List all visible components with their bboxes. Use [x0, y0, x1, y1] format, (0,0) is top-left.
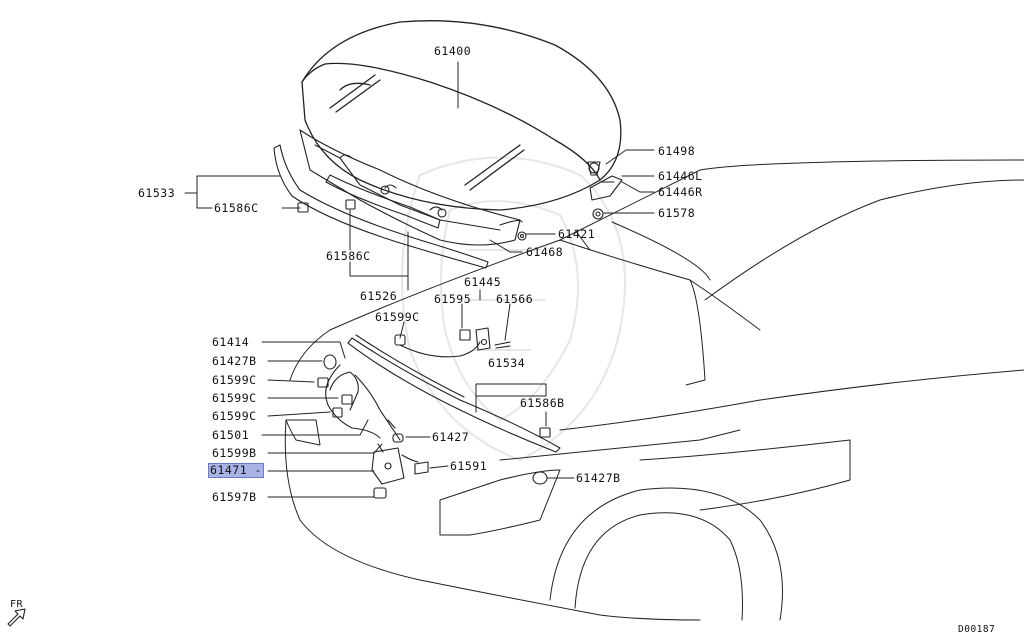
callout-61586C-a[interactable]: 61586C [214, 201, 259, 215]
callout-61446R[interactable]: 61446R [658, 185, 703, 199]
callout-61468[interactable]: 61468 [526, 245, 564, 259]
callout-61599C-a[interactable]: 61599C [375, 310, 420, 324]
callout-61599B[interactable]: 61599B [212, 446, 257, 460]
callout-61471-label: 61471 [210, 463, 248, 477]
callout-61498[interactable]: 61498 [658, 144, 696, 158]
seal-strip-61526 [325, 174, 441, 229]
watermark-emblem [401, 156, 626, 461]
hinge-parts [517, 161, 623, 241]
seal-strip-61533 [273, 144, 489, 269]
callout-61427B-a[interactable]: 61427B [212, 354, 257, 368]
callout-61526[interactable]: 61526 [360, 289, 398, 303]
callout-61591[interactable]: 61591 [450, 459, 488, 473]
release-cable [325, 341, 481, 463]
callout-61599C-c[interactable]: 61599C [212, 391, 257, 405]
callout-61533[interactable]: 61533 [138, 186, 176, 200]
callout-61446L[interactable]: 61446L [658, 169, 703, 183]
callout-61566[interactable]: 61566 [496, 292, 534, 306]
callout-61427[interactable]: 61427 [432, 430, 470, 444]
drawing-code: D00187 [958, 624, 996, 635]
car-body-outline [284, 159, 1024, 621]
callout-61471-highlighted[interactable]: 61471 - [208, 463, 264, 478]
weatherstrip-61534 [347, 334, 561, 453]
callout-61534[interactable]: 61534 [488, 356, 526, 370]
callout-61578[interactable]: 61578 [658, 206, 696, 220]
hood-panel [301, 20, 622, 211]
callout-61586B[interactable]: 61586B [520, 396, 565, 410]
callout-61445[interactable]: 61445 [464, 275, 502, 289]
hood-inner-frame [299, 129, 523, 246]
callout-61599C-d[interactable]: 61599C [212, 409, 257, 423]
small-components [297, 199, 551, 499]
front-direction-arrow-icon [7, 608, 26, 627]
leader-lines [184, 61, 655, 498]
callout-61400[interactable]: 61400 [434, 44, 472, 58]
direction-label: FR [10, 599, 24, 610]
callout-61597B[interactable]: 61597B [212, 490, 257, 504]
callout-61586C-b[interactable]: 61586C [326, 249, 371, 263]
callout-61595[interactable]: 61595 [434, 292, 472, 306]
callout-61501[interactable]: 61501 [212, 428, 250, 442]
callout-61414[interactable]: 61414 [212, 335, 250, 349]
callout-61421[interactable]: 61421 [558, 227, 596, 241]
callout-61427B-b[interactable]: 61427B [576, 471, 621, 485]
callout-61599C-b[interactable]: 61599C [212, 373, 257, 387]
